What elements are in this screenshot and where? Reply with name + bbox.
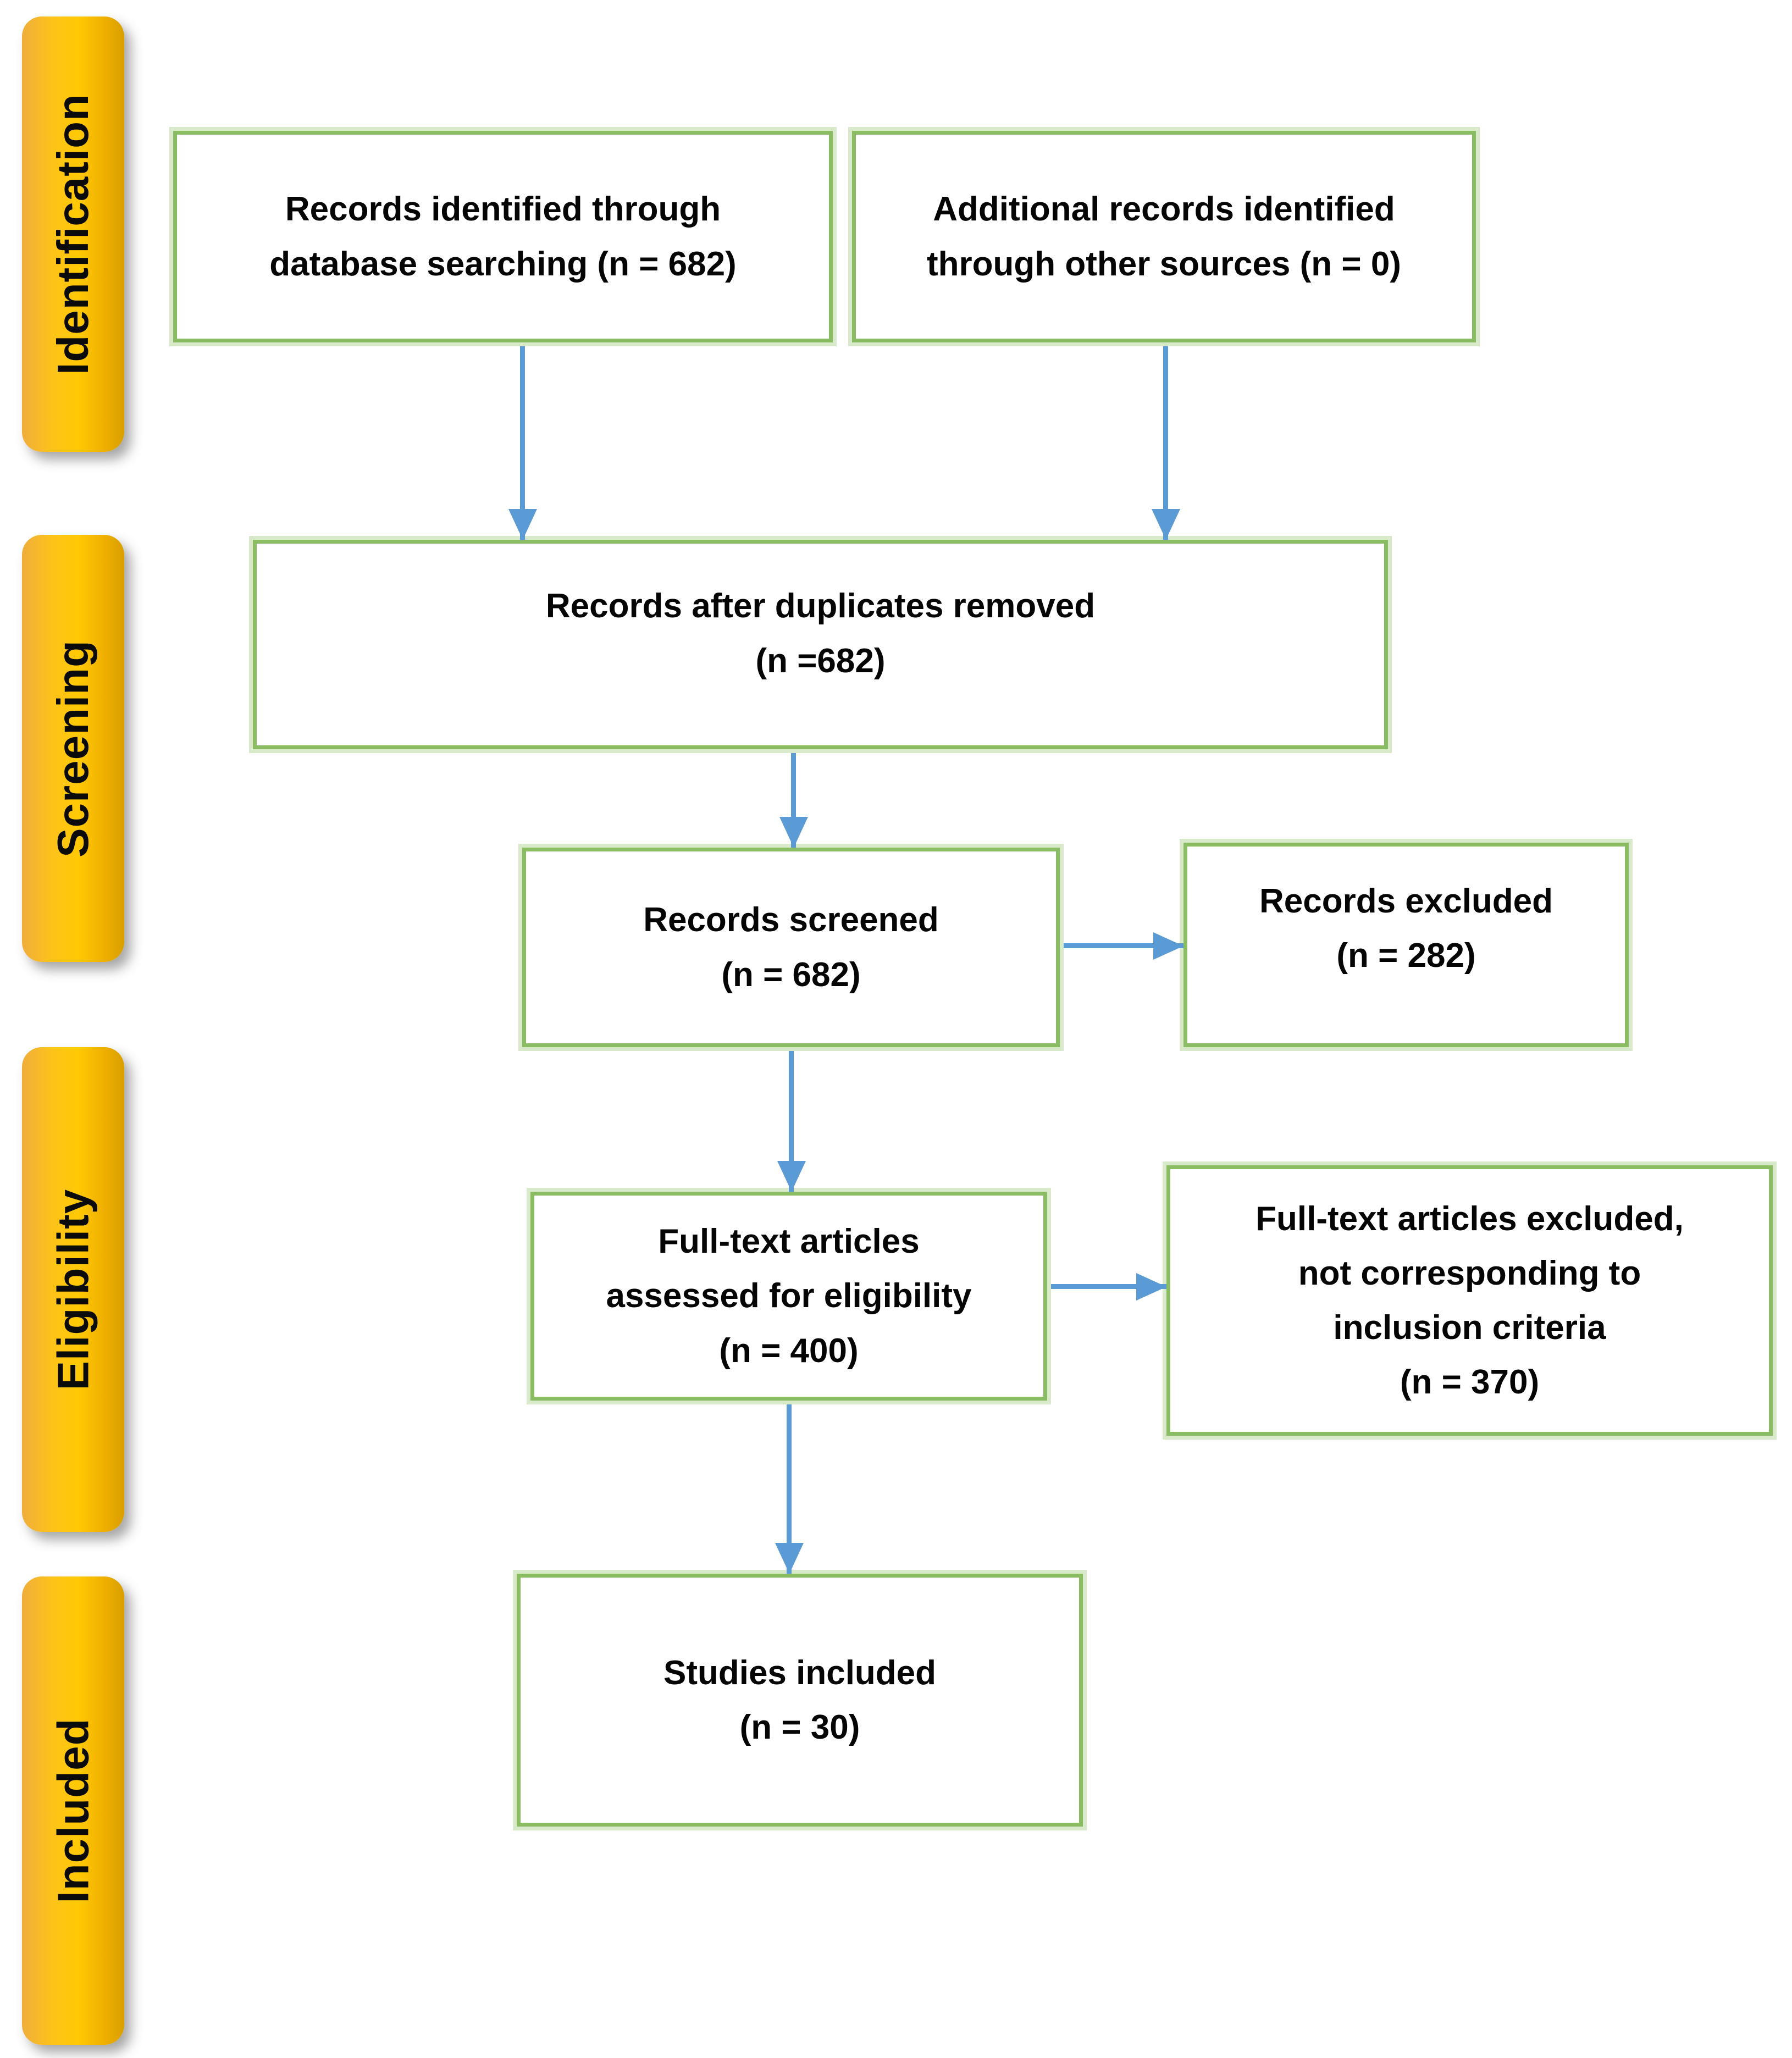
arrowhead-down-icon <box>779 817 808 848</box>
box-records-screened: Records screened (n = 682) <box>522 848 1060 1047</box>
box-studies-included-line2: (n = 30) <box>739 1708 860 1746</box>
box-fulltext-excluded-line4: (n = 370) <box>1400 1363 1540 1402</box>
box-records-identified-line1: Records identified through <box>285 190 721 229</box>
box-fulltext-excluded-line3: inclusion criteria <box>1333 1309 1606 1347</box>
arrowhead-down-icon <box>1151 509 1180 540</box>
arrowhead-down-icon <box>777 1161 806 1192</box>
stage-label-identification: Identification <box>48 93 97 375</box>
stage-bar-screening: Screening <box>22 535 124 962</box>
arrow-screened-to-excluded <box>1064 932 1183 960</box>
box-studies-included: Studies included (n = 30) <box>517 1574 1083 1827</box>
arrow-additional-to-duplicates <box>1151 346 1180 540</box>
box-after-duplicates-line2: (n =682) <box>755 641 886 680</box>
stage-bar-identification: Identification <box>22 16 124 452</box>
box-additional-records-line2: through other sources (n = 0) <box>927 245 1401 283</box>
box-records-identified-line2: database searching (n = 682) <box>269 245 737 283</box>
stage-label-included: Included <box>48 1718 97 1904</box>
box-fulltext-assessed-line3: (n = 400) <box>719 1331 859 1370</box>
box-after-duplicates-line1: Records after duplicates removed <box>545 587 1096 626</box>
arrow-screened-to-fulltext <box>777 1051 806 1192</box>
box-fulltext-excluded: Full-text articles excluded, not corresp… <box>1166 1165 1773 1436</box>
box-records-screened-line2: (n = 682) <box>721 955 861 994</box>
box-records-screened-line1: Records screened <box>643 901 939 939</box>
box-records-excluded: Records excluded (n = 282) <box>1183 843 1629 1047</box>
box-records-identified: Records identified through database sear… <box>173 131 833 342</box>
box-fulltext-assessed-line1: Full-text articles <box>658 1222 920 1261</box>
box-after-duplicates: Records after duplicates removed (n =682… <box>253 540 1388 749</box>
box-additional-records-line1: Additional records identified <box>933 190 1395 229</box>
stage-bar-included: Included <box>22 1576 124 2045</box>
box-studies-included-line1: Studies included <box>663 1653 937 1692</box>
box-fulltext-assessed: Full-text articles assessed for eligibil… <box>530 1192 1047 1401</box>
stage-label-eligibility: Eligibility <box>48 1188 97 1391</box>
box-records-excluded-line2: (n = 282) <box>1336 937 1476 975</box>
box-records-excluded-line1: Records excluded <box>1259 882 1553 920</box>
box-additional-records: Additional records identified through ot… <box>852 131 1476 342</box>
arrow-fulltext-to-excluded <box>1051 1273 1166 1301</box>
arrowhead-down-icon <box>775 1543 804 1574</box>
arrowhead-right-icon <box>1136 1273 1166 1301</box>
arrowhead-right-icon <box>1153 932 1183 960</box>
arrowhead-down-icon <box>508 509 537 540</box>
box-fulltext-excluded-line1: Full-text articles excluded, <box>1255 1199 1684 1238</box>
arrow-identified-to-duplicates <box>508 346 537 540</box>
arrow-fulltext-to-included <box>775 1404 804 1574</box>
stage-label-screening: Screening <box>48 639 98 858</box>
box-fulltext-excluded-line2: not corresponding to <box>1298 1254 1641 1292</box>
stage-bar-eligibility: Eligibility <box>22 1047 124 1532</box>
arrow-duplicates-to-screened <box>779 753 808 848</box>
box-fulltext-assessed-line2: assessed for eligibility <box>606 1277 972 1315</box>
